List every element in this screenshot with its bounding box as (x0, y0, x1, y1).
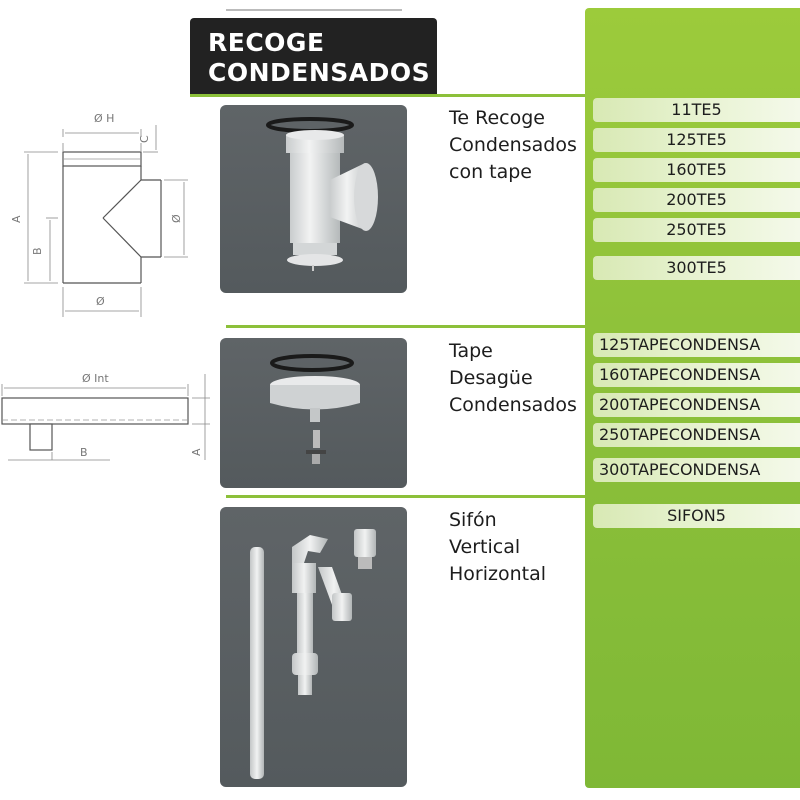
product-name-line: Condensados (449, 394, 577, 416)
title-line-2: CONDENSADOS (208, 58, 431, 87)
title-line-1: RECOGE (208, 28, 325, 57)
product-name-siphon: Sifón Vertical Horizontal (449, 507, 546, 588)
product-code: 300TE5 (593, 256, 800, 280)
dim-label-a: A (10, 215, 23, 223)
product-name-cap: Tape Desagüe Condensados (449, 338, 577, 419)
page-title: RECOGE CONDENSADOS (208, 28, 430, 88)
product-code: 125TE5 (593, 128, 800, 152)
product-code: 300TAPECONDENSA (593, 458, 800, 482)
cap-product-photo (220, 338, 407, 488)
product-code: 250TAPECONDENSA (593, 423, 800, 447)
product-code: 200TE5 (593, 188, 800, 212)
product-code: 160TE5 (593, 158, 800, 182)
cap-technical-diagram: Ø Int B A (1, 372, 210, 461)
product-name-line: Sifón (449, 509, 497, 531)
section-title-box: RECOGE CONDENSADOS (190, 18, 437, 94)
product-code: 160TAPECONDENSA (593, 363, 800, 387)
dim-label-b: B (31, 247, 44, 255)
siphon-product-photo (220, 507, 407, 787)
dim-label-bottom-dia: Ø (96, 295, 105, 308)
tee-product-photo (220, 105, 407, 293)
dim-label-side-dia: Ø (170, 214, 183, 223)
separator-rule-1 (190, 94, 585, 97)
product-code: 250TE5 (593, 218, 800, 242)
dim-label-b: B (80, 446, 88, 459)
top-rule (226, 9, 402, 11)
dim-label-dia-int: Ø Int (82, 372, 109, 385)
product-name-line: con tape (449, 161, 532, 183)
dim-label-dia-h: Ø H (94, 112, 114, 125)
product-code: 11TE5 (593, 98, 800, 122)
product-name-line: Tape (449, 340, 493, 362)
product-code: 200TAPECONDENSA (593, 393, 800, 417)
product-name-line: Vertical (449, 536, 521, 558)
product-name-line: Desagüe (449, 367, 533, 389)
product-name-tee: Te Recoge Condensados con tape (449, 105, 577, 186)
separator-rule-2 (226, 325, 585, 328)
product-name-line: Te Recoge (449, 107, 545, 129)
dim-label-c: C (138, 135, 151, 143)
product-code: SIFON5 (593, 504, 800, 528)
product-name-line: Horizontal (449, 563, 547, 585)
tee-technical-diagram: Ø H C A B Ø Ø (10, 112, 188, 317)
dim-label-a: A (190, 448, 203, 456)
product-name-line: Condensados (449, 134, 577, 156)
separator-rule-3 (226, 495, 585, 498)
product-code: 125TAPECONDENSA (593, 333, 800, 357)
